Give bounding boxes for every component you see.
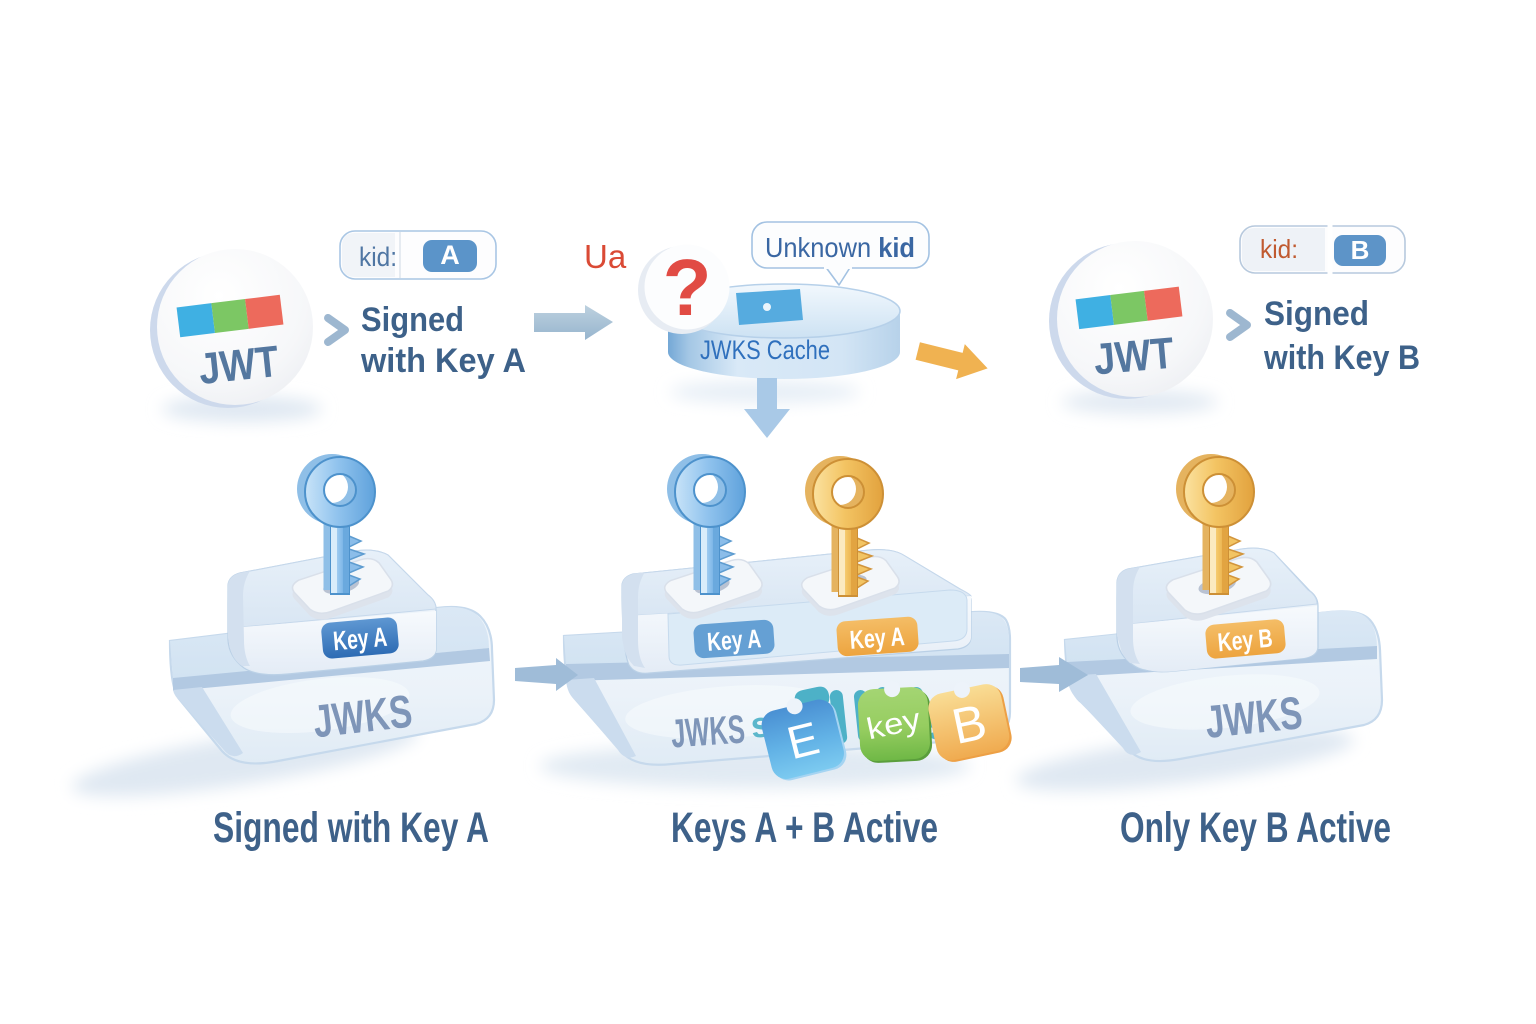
svg-text:Only Key B Active: Only Key B Active xyxy=(1120,804,1391,852)
svg-text:JWT: JWT xyxy=(196,337,281,394)
svg-text:Signed with Key A: Signed with Key A xyxy=(213,804,489,852)
svg-text:JWKS Cache: JWKS Cache xyxy=(700,335,830,365)
svg-text:with Key A: with Key A xyxy=(360,342,526,380)
svg-text:JWT: JWT xyxy=(1092,329,1176,385)
svg-text:Signed: Signed xyxy=(361,301,464,339)
svg-text:kid:: kid: xyxy=(1260,234,1298,264)
svg-text:Signed: Signed xyxy=(1264,295,1369,333)
svg-text:Keys A + B Active: Keys A + B Active xyxy=(671,804,938,852)
svg-text:JWKS: JWKS xyxy=(1203,686,1305,748)
svg-text:JWKS: JWKS xyxy=(310,685,414,748)
svg-text:kid:: kid: xyxy=(359,242,397,272)
svg-text:?: ? xyxy=(663,243,712,332)
svg-text:Key A: Key A xyxy=(332,622,388,657)
svg-text:Key B: Key B xyxy=(1216,623,1273,658)
svg-text:Key A: Key A xyxy=(706,623,762,657)
svg-text:Unknown kid: Unknown kid xyxy=(765,232,915,263)
svg-text:B: B xyxy=(1351,235,1370,265)
svg-text:Key A: Key A xyxy=(849,621,906,655)
svg-text:Ua: Ua xyxy=(584,238,627,275)
svg-text:JWKS: JWKS xyxy=(670,707,747,756)
svg-text:with Key B: with Key B xyxy=(1263,339,1420,377)
svg-text:A: A xyxy=(440,240,460,270)
